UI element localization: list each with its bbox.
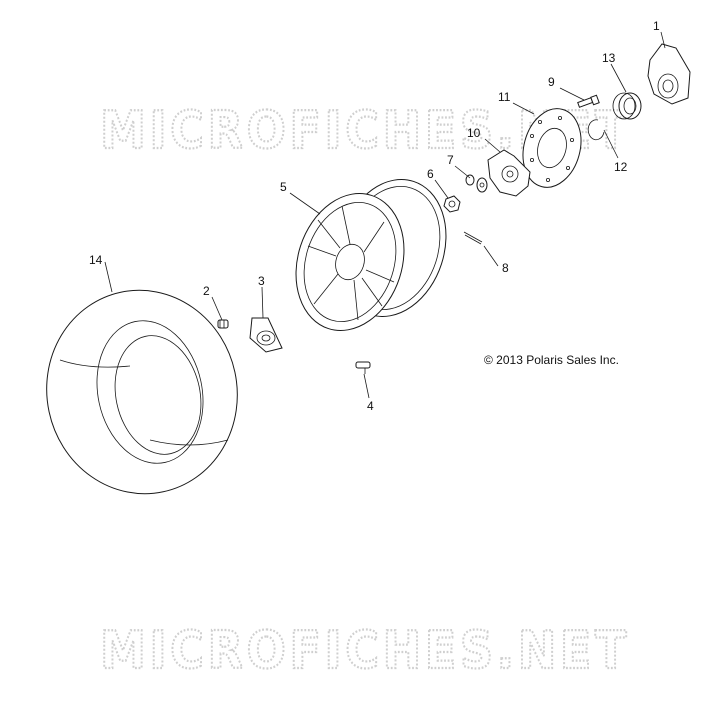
part-5-wheel bbox=[295, 179, 447, 331]
part-13-bearing bbox=[612, 92, 642, 120]
watermark-bottom: MICROFICHES.NET bbox=[100, 621, 630, 681]
leader-lines bbox=[104, 31, 666, 399]
callout-9: 9 bbox=[548, 75, 555, 89]
callout-7: 7 bbox=[447, 153, 454, 167]
part-7-washers bbox=[465, 174, 488, 193]
callout-11: 11 bbox=[498, 90, 511, 104]
part-8-cotter-pin bbox=[463, 231, 483, 245]
part-14-tire bbox=[46, 289, 238, 495]
part-6-nut bbox=[443, 195, 461, 213]
callout-6: 6 bbox=[427, 167, 434, 181]
callout-3: 3 bbox=[258, 274, 265, 288]
part-2-valve-stem bbox=[217, 319, 229, 329]
part-12-snap-ring bbox=[587, 119, 605, 141]
callout-2: 2 bbox=[203, 284, 210, 298]
callout-5: 5 bbox=[280, 180, 287, 194]
part-10-hub bbox=[487, 149, 531, 197]
callout-10: 10 bbox=[467, 126, 481, 140]
callout-13: 13 bbox=[602, 51, 616, 65]
part-1-knuckle bbox=[647, 43, 691, 105]
part-4-stud bbox=[355, 361, 371, 374]
part-9-bolt bbox=[577, 94, 600, 108]
callout-1: 1 bbox=[653, 19, 660, 33]
part-3-center-cap bbox=[249, 317, 283, 353]
part-11-brake-rotor bbox=[522, 108, 582, 188]
callout-8: 8 bbox=[502, 261, 509, 275]
callout-4: 4 bbox=[367, 399, 374, 413]
copyright-notice: © 2013 Polaris Sales Inc. bbox=[484, 353, 619, 367]
callout-12: 12 bbox=[614, 160, 628, 174]
callout-14: 14 bbox=[89, 253, 103, 267]
